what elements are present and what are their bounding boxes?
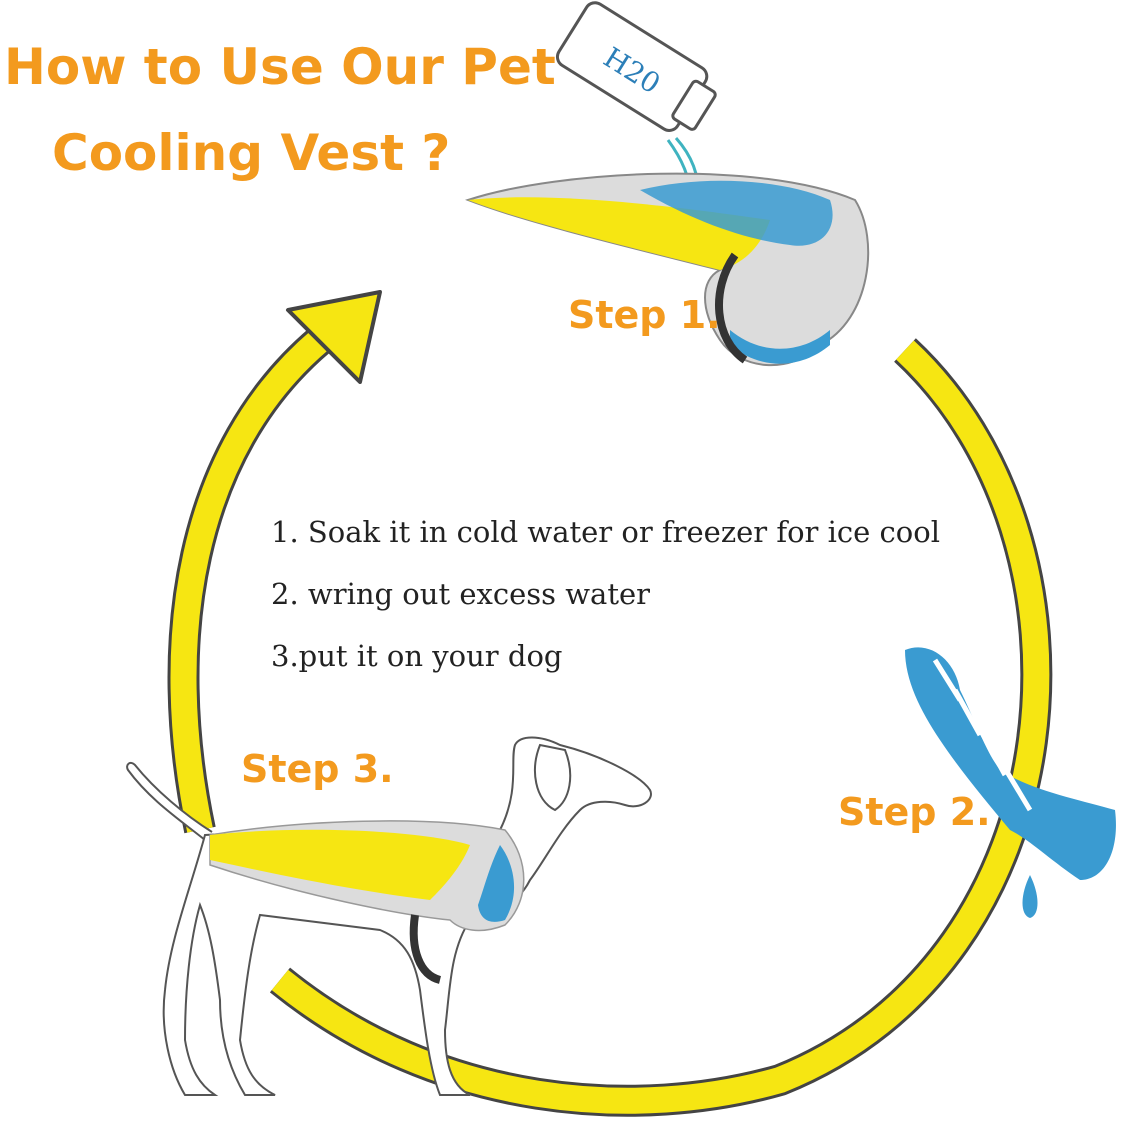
title-line-1: How to Use Our Pet bbox=[4, 38, 556, 96]
step-1-label: Step 1. bbox=[568, 293, 721, 337]
instruction-list: 1. Soak it in cold water or freezer for … bbox=[271, 518, 940, 704]
arrow-head bbox=[286, 290, 382, 384]
cycle-arc-left-fill bbox=[170, 330, 329, 833]
vest-step-1 bbox=[465, 172, 870, 366]
step-2-label: Step 2. bbox=[838, 790, 991, 834]
instruction-1: 1. Soak it in cold water or freezer for … bbox=[271, 515, 940, 549]
wrung-vest bbox=[905, 647, 1116, 918]
dog-with-vest bbox=[126, 736, 652, 1096]
step-3-label: Step 3. bbox=[241, 747, 394, 791]
water-bottle: H20 bbox=[555, 1, 717, 132]
instruction-2: 2. wring out excess water bbox=[271, 577, 651, 611]
cycle-arc-right-fill bbox=[271, 340, 1050, 1114]
water-drop bbox=[1022, 875, 1038, 918]
title-line-2: Cooling Vest ? bbox=[52, 124, 451, 182]
instruction-3: 3.put it on your dog bbox=[271, 639, 563, 673]
